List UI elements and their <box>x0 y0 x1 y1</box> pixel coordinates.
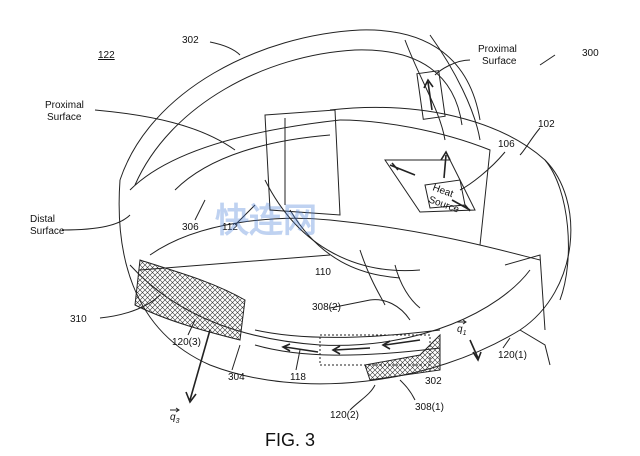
distal-surface-2: Surface <box>30 226 65 237</box>
vector-arrows <box>170 319 467 413</box>
q1-label: q1 <box>457 324 467 337</box>
ref-306: 306 <box>182 222 199 233</box>
ref-118: 118 <box>290 372 306 383</box>
proximal-surface-top-2: Surface <box>482 56 517 67</box>
ref-310: 310 <box>70 314 87 325</box>
leader-lines <box>61 41 556 411</box>
heat-source-label-2: Source <box>427 194 461 215</box>
heat-channel <box>185 329 482 404</box>
mesh-pad-308-1 <box>364 333 441 381</box>
ref-304: 304 <box>228 372 245 383</box>
ref-120-2: 120(2) <box>330 410 359 421</box>
ref-120-1: 120(1) <box>498 350 527 361</box>
ref-106: 106 <box>498 139 515 150</box>
proximal-surface-left-1: Proximal <box>45 100 84 111</box>
ref-120-3: 120(3) <box>172 337 201 348</box>
distal-surface-1: Distal <box>30 214 55 225</box>
q3-label: q3 <box>170 412 180 425</box>
ref-302-top: 302 <box>182 35 199 46</box>
ref-300: 300 <box>582 48 599 59</box>
watermark: 快连网 <box>215 202 317 240</box>
ref-112: 112 <box>222 222 238 233</box>
ref-110: 110 <box>315 267 331 278</box>
proximal-surface-top-1: Proximal <box>478 44 517 55</box>
visor-frame <box>118 106 572 385</box>
ref-308-1: 308(1) <box>415 402 444 413</box>
ref-302-bottom: 302 <box>425 376 442 387</box>
heat-source: Heat Source <box>384 150 476 216</box>
mesh-pad-310 <box>134 259 246 341</box>
ref-308-2: 308(2) <box>312 302 341 313</box>
figure-caption: FIG. 3 <box>265 430 315 450</box>
ref-122: 122 <box>98 50 115 61</box>
head-strap <box>119 29 481 191</box>
proximal-surface-left-2: Surface <box>47 112 82 123</box>
ref-102: 102 <box>538 119 555 130</box>
